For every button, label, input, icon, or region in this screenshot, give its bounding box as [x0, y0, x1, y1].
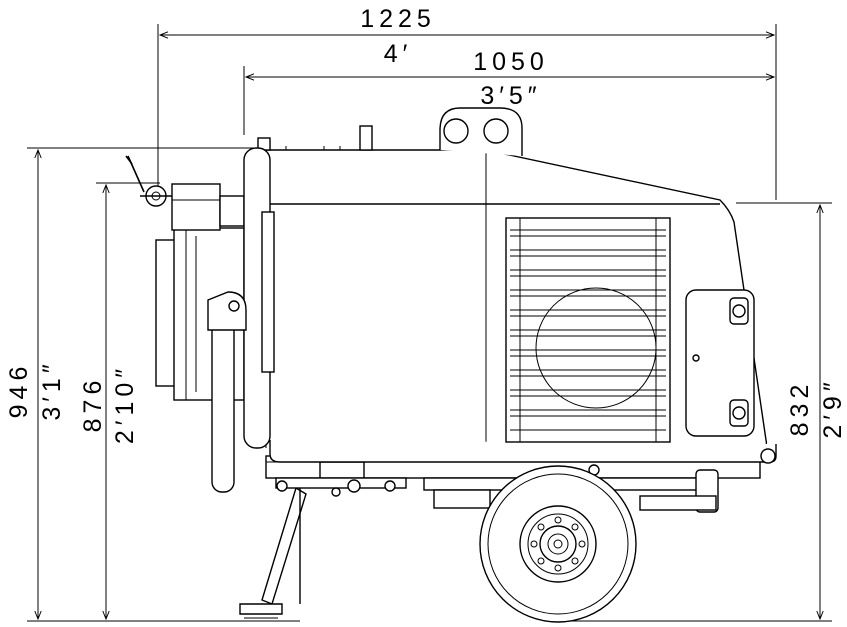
mid-height-ft-label: 2′10″	[111, 364, 139, 444]
vent-louvres	[505, 217, 671, 443]
support-leg	[239, 486, 307, 619]
overall-height-mm-label: 946	[5, 362, 33, 419]
access-panel	[685, 289, 755, 437]
wheel	[479, 465, 637, 623]
front-intake-assembly	[125, 147, 275, 493]
mid-height-mm-label: 876	[79, 376, 107, 433]
dimension-lines	[27, 24, 832, 622]
compressor-machine	[125, 107, 777, 623]
overall-length-ft-label: 4′	[384, 40, 413, 68]
body-length-mm-label: 1050	[473, 48, 549, 76]
rear-height-mm-label: 832	[786, 380, 814, 437]
rear-height-ft-label: 2′9″	[819, 377, 847, 438]
overall-height-ft-label: 3′1″	[38, 359, 66, 420]
overall-length-mm-label: 1225	[360, 5, 436, 33]
body-length-ft-label: 3′5″	[480, 82, 541, 110]
